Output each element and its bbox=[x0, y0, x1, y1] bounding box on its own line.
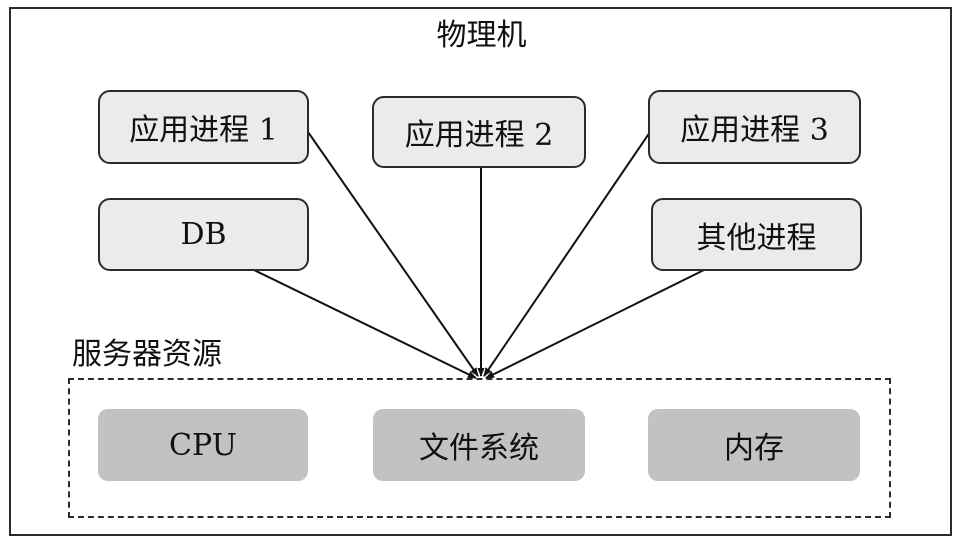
file-system-label: 文件系统 bbox=[419, 431, 539, 466]
app-process-1-box: 应用进程 1 bbox=[98, 90, 309, 164]
cpu-box: CPU bbox=[98, 409, 308, 481]
physical-machine-title: 物理机 bbox=[436, 18, 527, 53]
app-process-1-label: 应用进程 1 bbox=[129, 113, 278, 148]
file-system-box: 文件系统 bbox=[373, 409, 585, 481]
app-process-3-box: 应用进程 3 bbox=[648, 90, 861, 164]
app-process-2-label: 应用进程 2 bbox=[404, 118, 554, 153]
server-resources-group bbox=[68, 378, 891, 518]
memory-box: 内存 bbox=[648, 409, 860, 481]
db-label: DB bbox=[180, 217, 227, 252]
other-process-box: 其他进程 bbox=[651, 198, 862, 271]
other-process-label: 其他进程 bbox=[696, 220, 817, 256]
app-process-3-label: 应用进程 3 bbox=[680, 113, 829, 148]
memory-label: 内存 bbox=[724, 431, 784, 466]
physical-machine-frame bbox=[9, 7, 952, 536]
cpu-label: CPU bbox=[169, 427, 237, 463]
app-process-2-box: 应用进程 2 bbox=[372, 96, 586, 168]
server-resources-label: 服务器资源 bbox=[72, 337, 222, 372]
db-box: DB bbox=[98, 198, 309, 271]
